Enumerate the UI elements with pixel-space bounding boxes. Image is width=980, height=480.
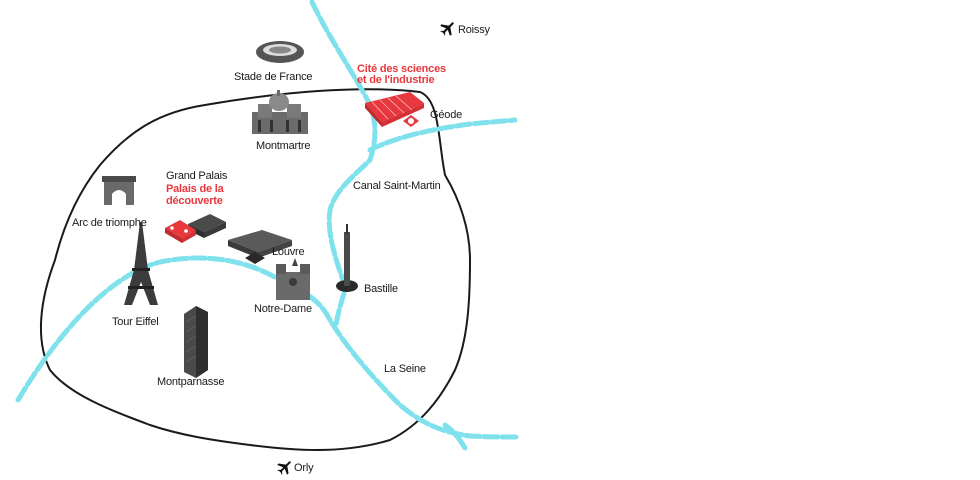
paris-boundary — [40, 88, 472, 451]
tour-eiffel-icon — [124, 222, 158, 305]
palais-de-la-decouverte-icon[interactable] — [165, 220, 196, 243]
louvre-icon — [228, 230, 292, 264]
montmartre-label: Montmartre — [256, 140, 311, 152]
grand-palais-label: Grand Palais — [166, 170, 228, 182]
la-seine-label: La Seine — [384, 363, 426, 375]
palais-de-la-decouverte-label-line2[interactable]: découverte — [166, 195, 223, 207]
airplane-icon — [440, 22, 454, 36]
louvre-label: Louvre — [272, 246, 305, 258]
bastille-label: Bastille — [364, 283, 398, 295]
montparnasse-icon — [184, 306, 208, 378]
river-seine-inner — [442, 422, 468, 451]
geode-label: Géode — [430, 109, 463, 121]
river-seine — [15, 255, 521, 440]
cite-des-sciences-label-line2[interactable]: et de l'industrie — [357, 74, 435, 86]
cite-des-sciences-label-line1[interactable]: Cité des sciences — [357, 63, 446, 75]
montmartre-icon — [252, 90, 308, 134]
cite-des-sciences-icon[interactable] — [365, 92, 424, 127]
stade-de-france-icon — [256, 41, 304, 63]
airplane-icon — [277, 461, 291, 475]
arc-de-triomphe-label: Arc de triomphe — [72, 217, 147, 229]
notre-dame-label: Notre-Dame — [254, 303, 312, 315]
geode-icon[interactable] — [403, 115, 419, 127]
canal-branch-east — [367, 117, 518, 153]
notre-dame-icon — [276, 258, 310, 300]
montparnasse-label: Montparnasse — [157, 376, 225, 388]
orly-label[interactable]: Orly — [294, 462, 314, 474]
bastille-icon — [336, 224, 358, 292]
canal-saint-martin — [309, 0, 378, 328]
palais-de-la-decouverte-label-line1[interactable]: Palais de la — [166, 183, 224, 195]
roissy-label[interactable]: Roissy — [458, 24, 490, 36]
arc-de-triomphe-icon — [102, 176, 136, 205]
stade-de-france-label: Stade de France — [234, 71, 313, 83]
canal-saint-martin-label: Canal Saint-Martin — [353, 180, 441, 192]
tour-eiffel-label: Tour Eiffel — [112, 316, 159, 328]
